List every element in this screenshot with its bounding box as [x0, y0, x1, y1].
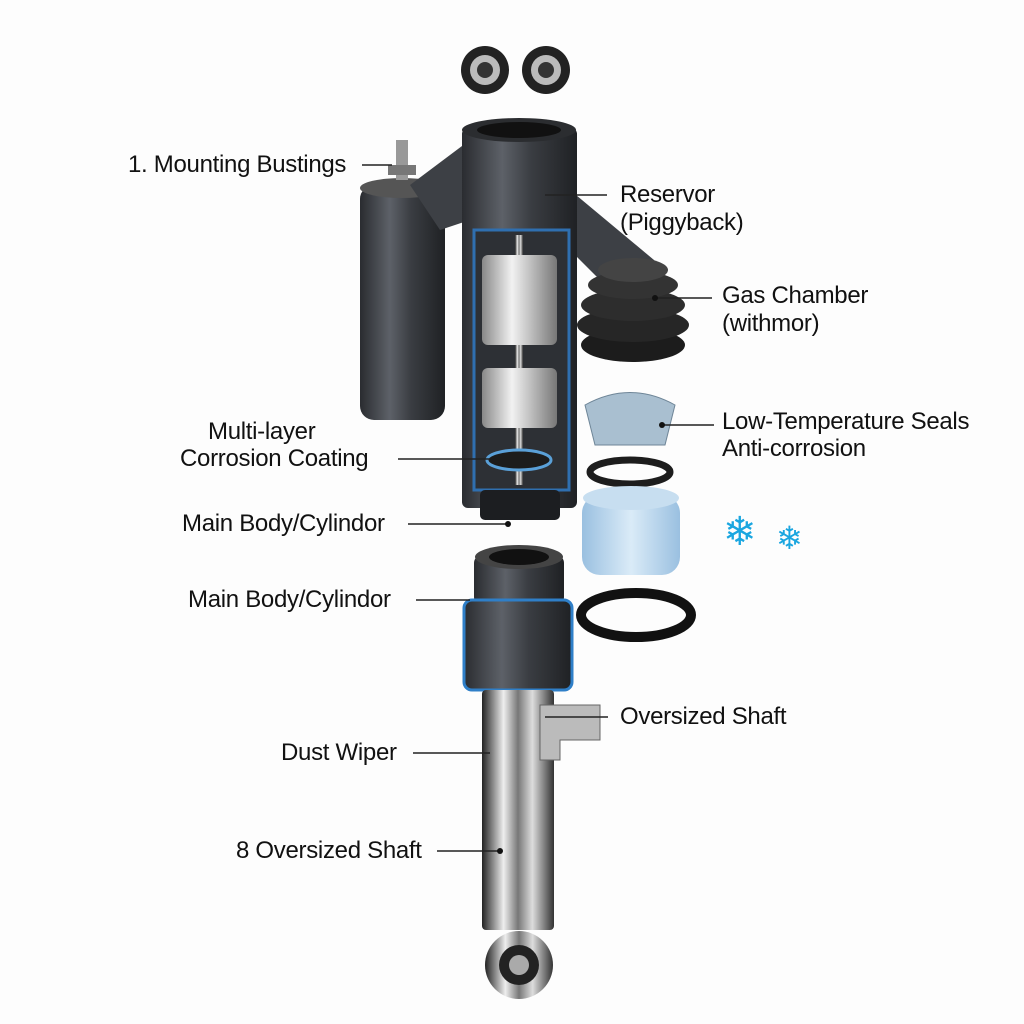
mounting-arm — [410, 140, 470, 230]
label-main-body-2: Main Body/Cylindor — [188, 586, 391, 613]
bearing-top-right — [522, 46, 570, 94]
leader-lines — [362, 164, 714, 852]
label-coating-sub: Corrosion Coating — [180, 445, 369, 472]
snowflake-icon: ❄ — [776, 520, 803, 556]
label-coating: Multi-layer — [208, 418, 316, 445]
gas-chamber-bellows — [577, 258, 689, 362]
large-o-ring — [576, 588, 696, 642]
label-gas-chamber: Gas Chamber — [722, 282, 869, 309]
o-ring — [586, 456, 674, 488]
label-seals: Low-Temperature Seals — [722, 408, 970, 435]
label-mounting: 1. Mounting Bustings — [128, 151, 347, 178]
snowflake-icon: ❄ — [723, 510, 757, 554]
label-reservoir: Reservor — [620, 181, 715, 208]
main-body-lower — [462, 545, 601, 999]
bearing-top-left — [461, 46, 509, 94]
label-oversized-shaft-right: Oversized Shaft — [620, 703, 787, 730]
label-reservoir-sub: (Piggyback) — [620, 209, 744, 236]
main-body-upper — [462, 118, 577, 520]
label-gas-chamber-sub: (withmor) — [722, 310, 820, 337]
label-seals-sub: Anti-corrosion — [722, 435, 866, 462]
low-temp-seal — [582, 486, 680, 575]
label-oversized-shaft-left: 8 Oversized Shaft — [236, 837, 422, 864]
seal-cup — [584, 392, 676, 446]
label-dust-wiper: Dust Wiper — [281, 739, 397, 766]
label-main-body-1: Main Body/Cylindor — [182, 510, 385, 537]
